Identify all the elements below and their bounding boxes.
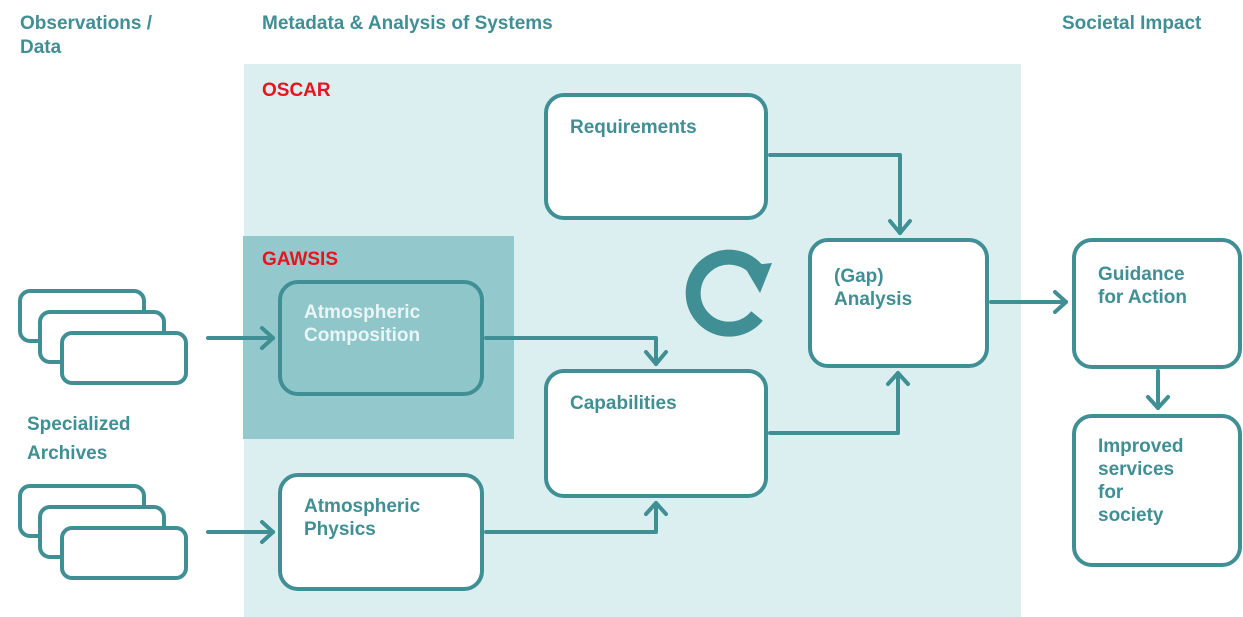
- arrowhead-guidance-to-improved: [1146, 395, 1170, 410]
- atmospheric-composition-text: Atmospheric Composition: [304, 302, 421, 346]
- arrowhead-capabilities-to-gap: [886, 371, 910, 386]
- gap-analysis-text: (Gap) Analysis: [834, 266, 913, 310]
- arrow-composition-to-capabilities: [484, 336, 658, 366]
- specialized-archives-label: Specialized Archives: [27, 414, 131, 464]
- stacked-records-icon: [18, 484, 188, 580]
- oscar-label: OSCAR: [262, 80, 331, 101]
- capabilities-box: [544, 369, 768, 498]
- arrow-physics-to-capabilities: [484, 501, 658, 534]
- arrow-requirements-to-gap: [768, 153, 902, 235]
- header-metadata: Metadata & Analysis of Systems: [262, 13, 553, 34]
- arrowhead-requirements-to-gap: [888, 219, 912, 235]
- atmospheric-composition-box: [278, 280, 484, 396]
- atmospheric-physics-box: [278, 473, 484, 591]
- gap-analysis-box: [808, 238, 989, 368]
- arrow-capabilities-to-gap: [768, 371, 900, 435]
- header-societal-impact: Societal Impact: [1062, 13, 1202, 34]
- capabilities-text: Capabilities: [570, 393, 677, 414]
- guidance-box: [1072, 238, 1242, 369]
- arrowhead-composition-to-capabilities: [644, 350, 668, 366]
- arrowhead-physics-to-capabilities: [644, 501, 668, 516]
- requirements-text: Requirements: [570, 117, 697, 138]
- gawsis-label: GAWSIS: [262, 249, 339, 270]
- arrowhead-archives-to-physics: [260, 520, 275, 544]
- atmospheric-physics-text: Atmospheric Physics: [304, 496, 421, 540]
- improved-services-text: Improved services for society: [1098, 436, 1184, 526]
- circular-arrow-icon: [685, 249, 772, 337]
- arrowhead-gap-to-guidance: [1053, 290, 1068, 314]
- header-observations: Observations / Data: [20, 13, 152, 58]
- arrowhead-data-to-composition: [260, 326, 275, 350]
- stacked-records-icon: [18, 289, 188, 385]
- guidance-text: Guidance for Action: [1098, 264, 1188, 308]
- improved-services-box: [1072, 414, 1242, 567]
- requirements-box: [544, 93, 768, 220]
